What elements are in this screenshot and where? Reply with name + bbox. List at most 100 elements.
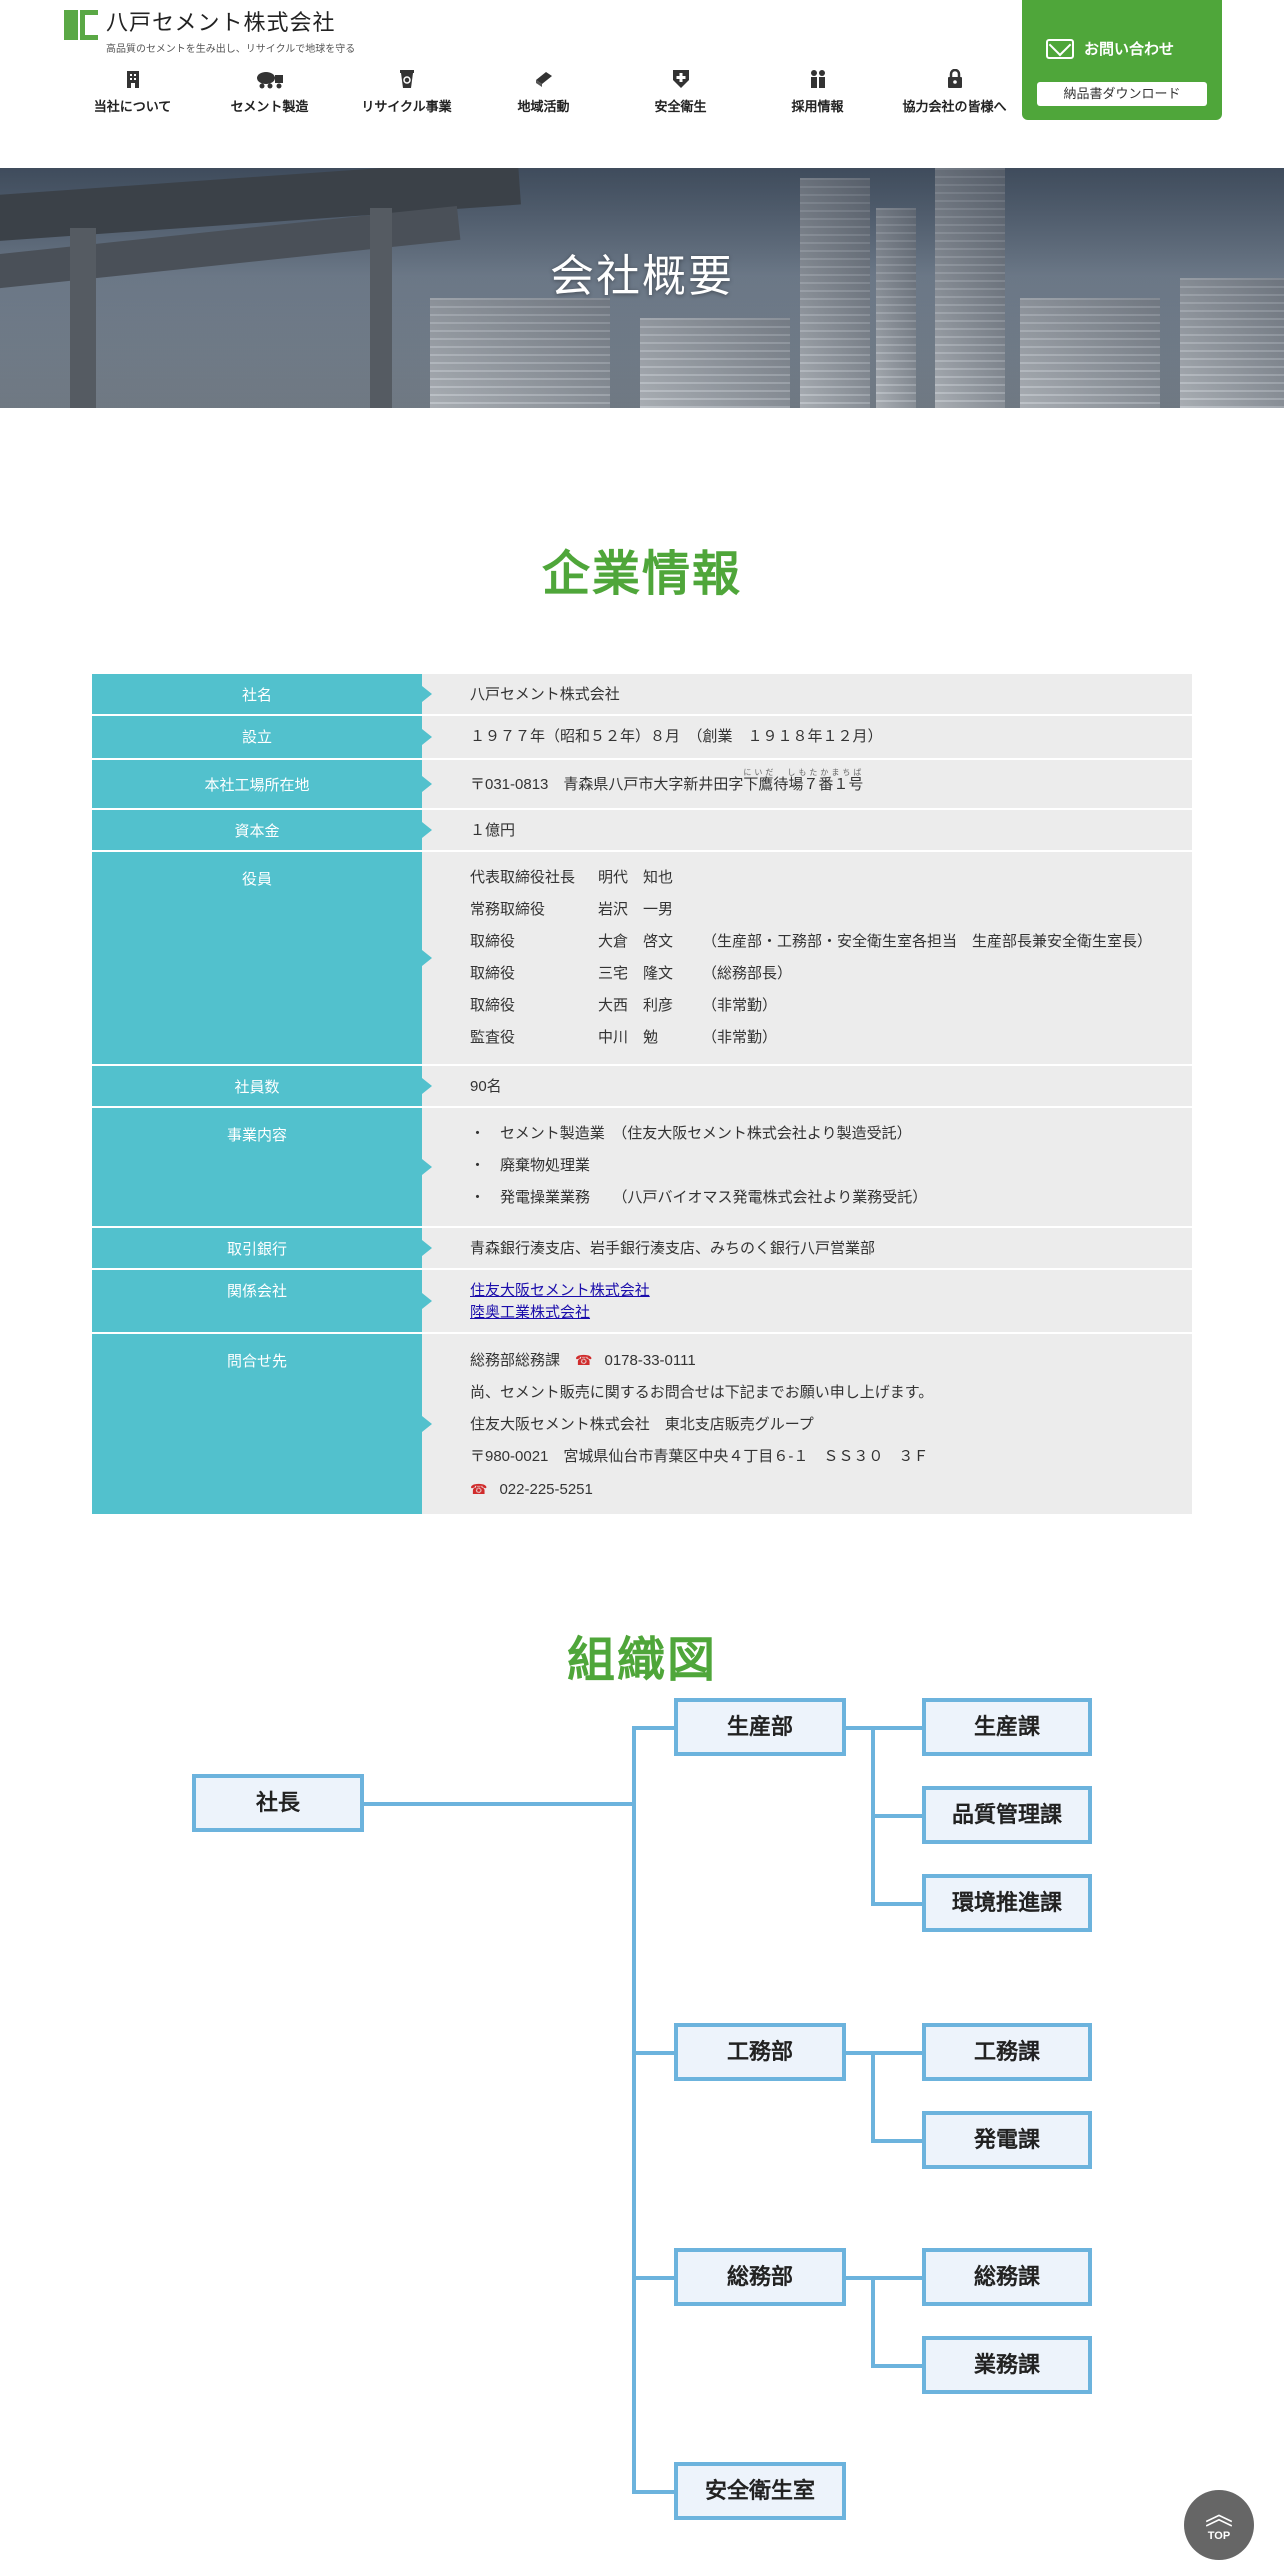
contact-dept: 総務部総務課 (470, 1352, 561, 1369)
nav-item-recruit[interactable]: 採用情報 (749, 68, 886, 115)
row-label: 本社工場所在地 (92, 760, 432, 808)
row-value: 八戸セメント株式会社 (422, 674, 1192, 714)
officer-entry: 常務取締役岩沢 一男 (470, 901, 674, 918)
org-chart-heading: 組織図 (566, 1632, 717, 1688)
delivery-slip-download-button[interactable]: 納品書ダウンロード (1037, 82, 1207, 106)
nav-label: リサイクル事業 (361, 99, 452, 114)
nav-item-partners[interactable]: 協力会社の皆様へ (886, 68, 1023, 115)
building-icon (64, 68, 201, 90)
list-item: ・ 廃棄物処理業 (470, 1157, 591, 1174)
row-label: 取引銀行 (92, 1228, 432, 1268)
hero-banner: 会社概要 (0, 168, 1284, 408)
list-item: ・ 発電操業業務 （八戸バイオマス発電株式会社より業務受託） (470, 1189, 928, 1206)
row-label: 設立 (92, 716, 432, 758)
nav-item-community[interactable]: 地域活動 (475, 68, 612, 115)
shield-cross-icon (612, 68, 749, 90)
officer-entry: 取締役大倉 啓文（生産部・工務部・安全衛生室各担当 生産部長兼安全衛生室長） (470, 933, 1153, 950)
related-company-link[interactable]: 陸奥工業株式会社 (470, 1304, 591, 1321)
phone-icon: ☎ (470, 1481, 488, 1497)
org-box-department: 総務部 (674, 2248, 846, 2306)
contact-sales: 住友大阪セメント株式会社 東北支店販売グループ (470, 1416, 814, 1433)
contact-address: 〒980-0021 宮城県仙台市青葉区中央４丁目６-１ ＳＳ３０ ３Ｆ (470, 1448, 929, 1465)
officers-list: 代表取締役社長明代 知也 常務取締役岩沢 一男 取締役大倉 啓文（生産部・工務部… (422, 852, 1192, 1064)
table-row: 設立 １９７７年（昭和５２年）８月 （創業 １９１８年１２月） (92, 716, 1192, 760)
org-box-department: 生産部 (674, 1698, 846, 1756)
table-row: 問合せ先 総務部総務課 ☎ 0178-33-0111 尚、セメント販売に関するお問… (92, 1334, 1192, 1516)
row-label: 社員数 (92, 1066, 432, 1106)
contact-tel: 0178-33-0111 (604, 1352, 696, 1369)
lock-icon (886, 68, 1023, 90)
table-row: 役員 代表取締役社長明代 知也 常務取締役岩沢 一男 取締役大倉 啓文（生産部・… (92, 852, 1192, 1066)
address-post: ７番１号 (803, 776, 864, 793)
officer-entry: 取締役大西 利彦（非常勤） (470, 997, 778, 1014)
contact-note: 尚、セメント販売に関するお問合せは下記までお願い申し上げます。 (470, 1384, 934, 1401)
contact-button[interactable]: お問い合わせ (1046, 38, 1174, 59)
main-nav: 当社について セメント製造 リサイクル事業 地域活動 安全衛生 (64, 68, 1023, 115)
nav-item-recycle[interactable]: リサイクル事業 (338, 68, 475, 115)
org-box-section: 環境推進課 (922, 1874, 1092, 1932)
table-row: 関係会社 住友大阪セメント株式会社 陸奥工業株式会社 (92, 1270, 1192, 1334)
table-row: 取引銀行 青森銀行湊支店、岩手銀行湊支店、みちのく銀行八戸営業部 (92, 1228, 1192, 1270)
org-box-section: 発電課 (922, 2111, 1092, 2169)
row-label: 資本金 (92, 810, 432, 850)
nav-label: 安全衛生 (654, 99, 707, 114)
mail-icon (1046, 38, 1074, 59)
row-value: 90名 (422, 1066, 1192, 1106)
table-row: 事業内容 ・ セメント製造業 （住友大阪セメント株式会社より製造受託） ・ 廃棄… (92, 1108, 1192, 1228)
company-info-heading: 企業情報 (541, 546, 742, 602)
nav-label: 採用情報 (791, 99, 844, 114)
table-row: 社員数 90名 (92, 1066, 1192, 1108)
org-box-section: 生産課 (922, 1698, 1092, 1756)
nav-item-safety[interactable]: 安全衛生 (612, 68, 749, 115)
row-label: 関係会社 (92, 1270, 432, 1332)
org-box-section: 品質管理課 (922, 1786, 1092, 1844)
top-label: TOP (1207, 2530, 1231, 2542)
site-logo[interactable]: 八戸セメント株式会社 高品質のセメントを生み出し、リサイクルで地球を守る (64, 10, 355, 55)
contact-label: お問い合わせ (1084, 41, 1175, 58)
contact-box: お問い合わせ 納品書ダウンロード (1022, 0, 1222, 120)
org-box-section: 総務課 (922, 2248, 1092, 2306)
chevron-up-icon: ︽ (1204, 2499, 1233, 2530)
contact-info: 総務部総務課 ☎ 0178-33-0111 尚、セメント販売に関するお問合せは下記… (422, 1334, 1192, 1514)
org-box-department: 工務部 (674, 2023, 846, 2081)
nav-item-about[interactable]: 当社について (64, 68, 201, 115)
address-ruby-base: 下鷹待場 (743, 776, 804, 793)
nav-label: 地域活動 (517, 99, 570, 114)
officer-entry: 取締役三宅 隆文（総務部長） (470, 965, 793, 982)
list-item: ・ セメント製造業 （住友大阪セメント株式会社より製造受託） (470, 1125, 912, 1142)
logo-name: 八戸セメント株式会社 (106, 10, 336, 35)
phone-icon: ☎ (575, 1352, 593, 1368)
back-to-top-button[interactable]: ︽ TOP (1184, 2490, 1254, 2560)
page-title: 会社概要 (550, 251, 734, 302)
related-company-link[interactable]: 住友大阪セメント株式会社 (470, 1282, 650, 1299)
officer-entry: 代表取締役社長明代 知也 (470, 869, 674, 886)
org-box-department: 安全衛生室 (674, 2462, 846, 2520)
nav-label: 当社について (93, 99, 172, 114)
row-label: 事業内容 (92, 1108, 432, 1226)
org-box-section: 業務課 (922, 2336, 1092, 2394)
nav-item-cement[interactable]: セメント製造 (201, 68, 338, 115)
contact-tel: 022-225-5251 (499, 1481, 593, 1498)
site-header: 八戸セメント株式会社 高品質のセメントを生み出し、リサイクルで地球を守る 当社に… (0, 0, 1284, 168)
org-box-president: 社長 (192, 1774, 364, 1832)
recycle-icon (338, 68, 475, 90)
row-label: 社名 (92, 674, 432, 714)
related-links: 住友大阪セメント株式会社 陸奥工業株式会社 (422, 1270, 1192, 1332)
logo-mark-icon (64, 10, 98, 40)
table-row: 本社工場所在地 〒031-0813 青森県八戸市大字新井田字にいだ しもたかまち… (92, 760, 1192, 810)
table-row: 資本金 １億円 (92, 810, 1192, 852)
logo-tagline: 高品質のセメントを生み出し、リサイクルで地球を守る (106, 44, 356, 55)
officer-entry: 監査役中川 勉（非常勤） (470, 1029, 778, 1046)
people-icon (749, 68, 886, 90)
business-list: ・ セメント製造業 （住友大阪セメント株式会社より製造受託） ・ 廃棄物処理業 … (422, 1108, 1192, 1226)
org-box-section: 工務課 (922, 2023, 1092, 2081)
row-value: １億円 (422, 810, 1192, 850)
truck-icon (201, 68, 338, 90)
nav-label: 協力会社の皆様へ (902, 99, 1007, 114)
row-value: 青森銀行湊支店、岩手銀行湊支店、みちのく銀行八戸営業部 (422, 1228, 1192, 1268)
address-pre: 〒031-0813 青森県八戸市大字新井田字 (470, 776, 744, 793)
company-info-table: 社名 八戸セメント株式会社 設立 １９７７年（昭和５２年）８月 （創業 １９１８… (92, 674, 1192, 1516)
nav-label: セメント製造 (230, 99, 309, 114)
row-label: 問合せ先 (92, 1334, 432, 1514)
row-value: １９７７年（昭和５２年）８月 （創業 １９１８年１２月） (422, 716, 1192, 758)
